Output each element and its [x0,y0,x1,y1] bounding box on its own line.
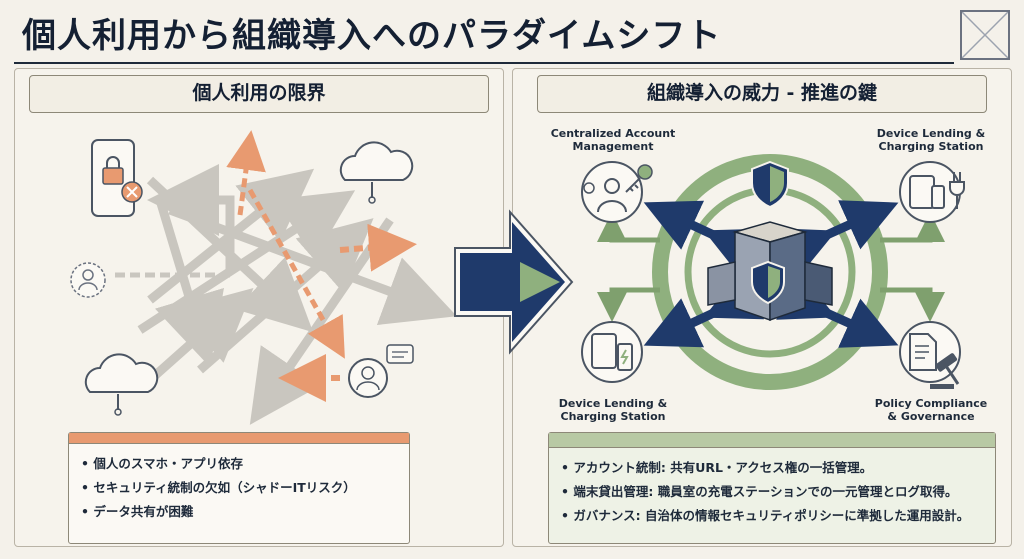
orange-arrow [226,130,266,216]
node-label-device-lending-top: Device Lending & Charging Station [866,127,996,153]
chaos-arrows [115,130,457,425]
cloud-icon [339,141,414,204]
orange-arrow [247,188,345,359]
node-label-line: Charging Station [878,140,984,153]
title-divider [14,62,954,64]
node-label-line: Centralized Account [550,127,676,140]
corner-decoration [960,10,1010,60]
right-bullet-list: アカウント統制: 共有URL・アクセス権の一括管理。 端末貸出管理: 職員室の充… [549,456,995,528]
tablet-phone-icon [581,321,643,383]
node-label-line: & Governance [887,410,975,423]
node-label-line: Charging Station [560,410,666,423]
user-icon [70,262,106,298]
list-item: アカウント統制: 共有URL・アクセス権の一括管理。 [561,456,995,480]
navy-arrows [643,200,899,348]
gavel-document-icon [899,321,961,389]
corner-x-icon [961,11,1009,59]
shield-icon [751,160,789,209]
node-label-policy-compliance: Policy Compliance & Governance [866,397,996,423]
phone-lock-icon [91,139,143,217]
left-bullet-list: 個人のスマホ・アプリ依存 セキュリティ統制の欠如（シャドーITリスク） データ共… [69,452,409,524]
node-label-account-management: Centralized Account Management [548,127,678,153]
tablet-phone-icon [899,161,965,223]
chat-user-icon [348,344,414,398]
node-label-device-lending-bottom: Device Lending & Charging Station [548,397,678,423]
left-panel-heading: 個人利用の限界 [29,75,489,113]
node-label-line: Device Lending & [876,127,986,140]
page-title: 個人利用から組織導入へのパラダイムシフト [22,16,722,56]
list-item: 個人のスマホ・アプリ依存 [81,452,409,476]
gray-arrow [147,164,235,270]
plug-icon [949,172,965,209]
node-label-line: Policy Compliance [874,397,988,410]
right-panel-heading: 組織導入の威力 - 推進の鍵 [537,75,987,113]
left-box-header-bar [69,433,409,444]
firewall-tower-icon [707,221,833,322]
orange-arrow [339,223,417,272]
node-label-line: Management [572,140,654,153]
transition-arrow [454,209,574,355]
node-label-line: Device Lending & [558,397,668,410]
key-icon [625,164,653,193]
right-box-header-bar [549,433,995,448]
left-bullet-box: 個人のスマホ・アプリ依存 セキュリティ統制の欠如（シャドーITリスク） データ共… [68,432,410,544]
list-item: ガバナンス: 自治体の情報セキュリティポリシーに準拠した運用設計。 [561,504,995,528]
cloud-icon [84,353,159,416]
list-item: データ共有が困難 [81,500,409,524]
right-bullet-box: アカウント統制: 共有URL・アクセス権の一括管理。 端末貸出管理: 職員室の充… [548,432,996,544]
account-management-icon [581,161,653,223]
list-item: セキュリティ統制の欠如（シャドーITリスク） [81,476,409,500]
list-item: 端末貸出管理: 職員室の充電ステーションでの一元管理とログ取得。 [561,480,995,504]
gray-arrow [147,168,315,304]
